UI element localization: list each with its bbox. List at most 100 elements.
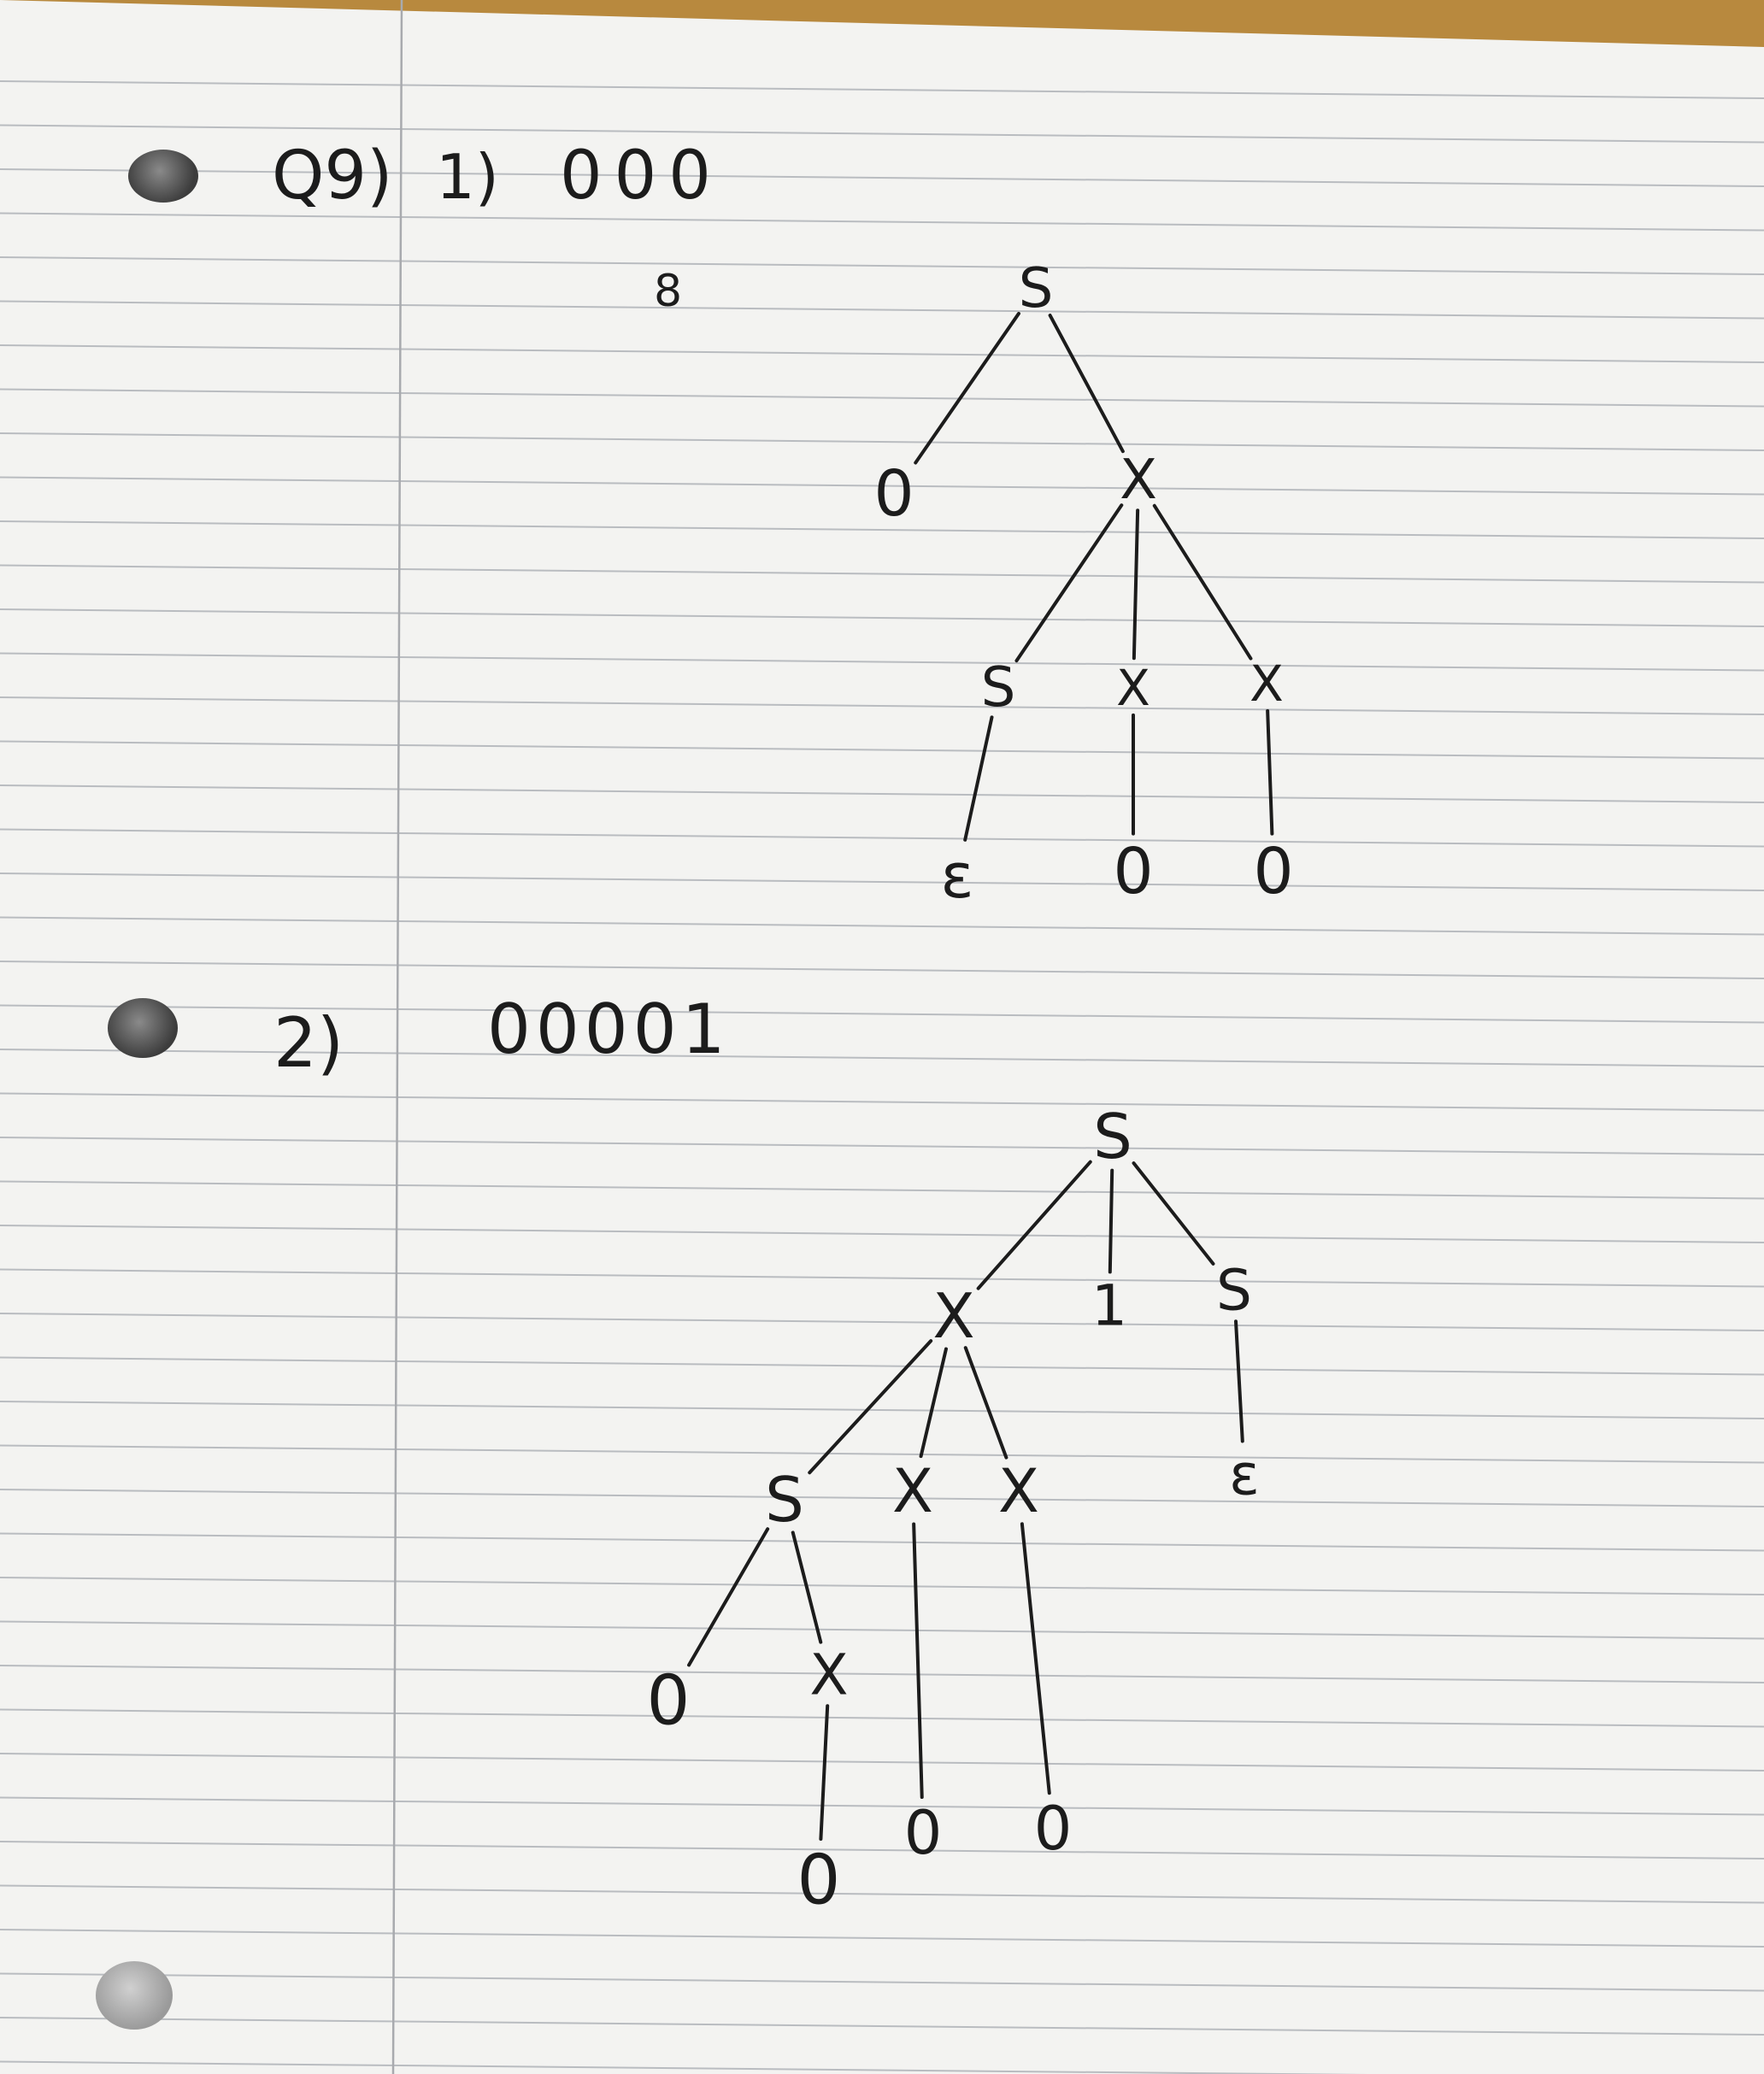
binder-hole-bottom — [96, 1961, 173, 2030]
tree2-node-0: 0 — [647, 1661, 691, 1741]
ruled-line — [0, 652, 1764, 672]
ruled-line — [0, 300, 1764, 320]
ruled-line — [0, 564, 1764, 584]
tree1-node-epsilon: ε — [941, 840, 974, 912]
tree2-edge — [808, 1339, 933, 1475]
tree2-edge — [819, 1704, 830, 1842]
part-1-string: 000 — [560, 138, 723, 214]
tree2-edge — [1234, 1319, 1244, 1443]
ruled-line — [0, 740, 1764, 760]
tree1-edge — [1132, 508, 1140, 661]
ruled-line — [0, 1972, 1764, 1992]
tree1-node-0: 0 — [873, 457, 914, 531]
tree2-edge — [1132, 1161, 1215, 1266]
ruled-line — [0, 916, 1764, 936]
ruled-line — [0, 608, 1764, 627]
ruled-line — [0, 1092, 1764, 1112]
ruled-line — [0, 432, 1764, 451]
tree2-node-1: 1 — [1091, 1273, 1127, 1339]
tree2-node-0: 0 — [904, 1798, 943, 1868]
tree1-edge — [963, 715, 994, 842]
tree2-node-epsilon: ε — [1229, 1442, 1260, 1508]
ruled-line — [0, 1796, 1764, 1816]
ruled-line — [0, 1708, 1764, 1728]
parse-tree-1: S 0 X S X X ε 0 0 — [873, 257, 1293, 912]
ruled-line — [0, 1180, 1764, 1200]
ruled-line — [0, 388, 1764, 408]
part-2-label: 2) — [273, 1003, 344, 1083]
tree2-edge — [963, 1346, 1008, 1460]
tree1-node-S: S — [981, 656, 1016, 720]
ruled-line — [0, 1444, 1764, 1464]
tree1-edge — [1266, 708, 1274, 836]
ruled-line — [0, 256, 1764, 275]
ruled-line — [0, 344, 1764, 363]
ruled-line — [0, 476, 1764, 496]
tree1-node-X: X — [1120, 449, 1157, 512]
stray-mark: 8 — [654, 266, 682, 317]
tree1-edge — [1152, 503, 1253, 661]
ruled-line — [0, 1665, 1764, 1683]
tree2-edge — [976, 1160, 1092, 1290]
ruled-line — [0, 872, 1764, 891]
part-2-string: 00001 — [487, 990, 731, 1069]
ruled-line — [0, 1577, 1764, 1595]
ruled-line — [0, 784, 1764, 803]
tree2-edge — [912, 1522, 924, 1800]
ruled-line — [0, 520, 1764, 539]
tree2-node-X: X — [809, 1642, 848, 1708]
tree1-node-X: X — [1250, 655, 1284, 713]
tree2-node-0: 0 — [1034, 1794, 1073, 1864]
ruled-line — [0, 1841, 1764, 1860]
ruled-line — [0, 1137, 1764, 1155]
tree2-node-S-root: S — [1093, 1101, 1132, 1172]
tree2-node-X: X — [932, 1280, 974, 1352]
ruled-line — [0, 1268, 1764, 1288]
ruled-line — [0, 124, 1764, 144]
parse-tree-2: S X 1 S ε S X X 0 X 0 0 0 — [647, 1101, 1260, 1920]
tree1-node-S-root: S — [1019, 257, 1054, 320]
ruled-line — [0, 1004, 1764, 1024]
ruled-line — [0, 828, 1764, 848]
tree2-node-S: S — [765, 1464, 804, 1536]
ruled-line — [0, 1620, 1764, 1640]
ruled-line — [0, 1929, 1764, 1948]
ruled-line — [0, 2060, 1367, 2074]
ruled-line — [0, 696, 1764, 715]
ruled-line — [0, 168, 1764, 187]
tree2-node-0: 0 — [797, 1841, 841, 1920]
margin-line — [391, 0, 403, 2074]
tree1-edge — [1014, 503, 1124, 663]
ruled-line — [0, 80, 1764, 99]
tree2-edge — [1020, 1522, 1051, 1795]
ruled-line — [0, 1313, 1764, 1331]
tree1-node-0: 0 — [1113, 835, 1153, 908]
tree2-node-X: X — [998, 1456, 1039, 1526]
tree1-edge — [914, 311, 1020, 465]
ruled-line — [0, 2017, 1764, 2036]
tree1-edge — [1048, 314, 1125, 454]
ruled-line — [0, 1401, 1764, 1419]
tree2-edge — [687, 1527, 770, 1667]
ruled-line — [0, 1884, 1764, 1904]
tree2-node-S: S — [1216, 1258, 1252, 1324]
ruled-line — [0, 1356, 1764, 1376]
tree2-node-X: X — [892, 1456, 933, 1526]
ruled-line — [0, 212, 1764, 232]
ruled-line — [0, 1532, 1764, 1552]
binder-hole-top — [128, 150, 198, 203]
ruled-line — [0, 1225, 1764, 1243]
ruled-line — [0, 1049, 1764, 1067]
ruled-line — [0, 1489, 1764, 1507]
tree2-edge — [919, 1347, 948, 1459]
part-1-label: 1) — [436, 141, 499, 213]
question-heading: Q9) — [272, 138, 392, 214]
tree2-edge — [791, 1531, 823, 1644]
tree2-edge — [1108, 1168, 1114, 1274]
ruled-line — [0, 961, 1764, 979]
tree1-node-0: 0 — [1253, 835, 1293, 908]
binder-hole-middle — [108, 998, 178, 1058]
